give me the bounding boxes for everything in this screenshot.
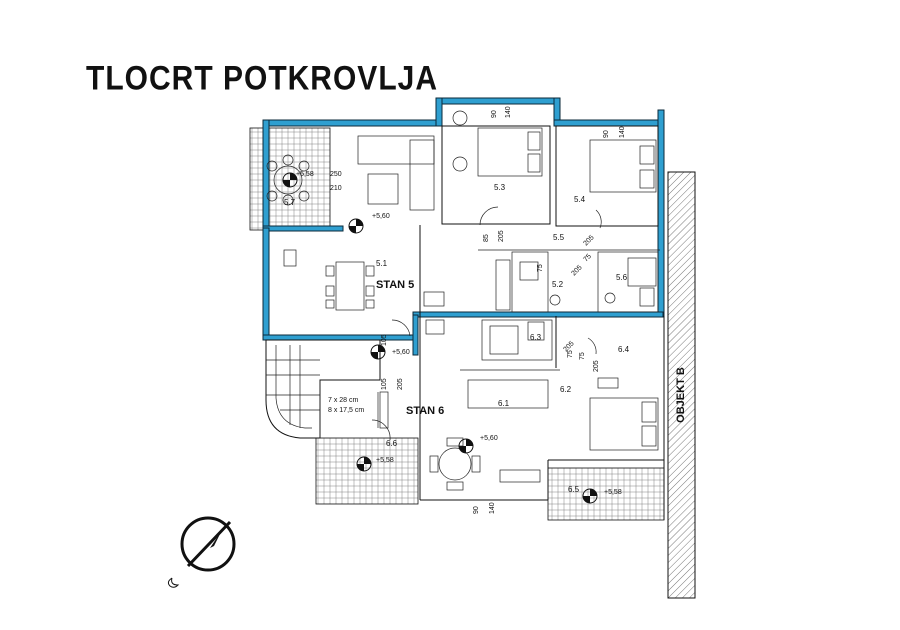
level-5-7: +5,58 <box>296 171 314 178</box>
room-6-4: 6.4 <box>618 345 630 354</box>
dim: 75 <box>567 350 574 358</box>
apartment-label-5: STAN 5 <box>376 279 414 291</box>
level-marker-icon <box>282 172 298 188</box>
level-6-6: +5,58 <box>376 457 394 464</box>
level-6-5: +5,58 <box>604 489 622 496</box>
room-5-1: 5.1 <box>376 259 388 268</box>
north-arrow-icon <box>167 516 236 588</box>
dim: 205 <box>582 234 595 247</box>
dim: 90 <box>491 110 498 118</box>
interior-walls <box>419 125 665 520</box>
dim: 250 <box>330 171 342 178</box>
terrace-6-5 <box>547 467 665 521</box>
dim: 210 <box>330 185 342 192</box>
level-markers: +5,60 +5,58 +5,60 +5,60 +5,58 +5,58 <box>282 171 622 504</box>
room-6-1: 6.1 <box>498 399 510 408</box>
stairs-line-1: 7 x 28 cm <box>328 397 359 404</box>
level-marker-icon <box>356 456 372 472</box>
level-marker-icon <box>582 488 598 504</box>
dim: 205 <box>397 378 404 390</box>
dim: 105 <box>381 334 388 346</box>
stairs-line-2: 8 x 17,5 cm <box>328 407 364 414</box>
room-5-4: 5.4 <box>574 195 586 204</box>
neighbor-building: OBJEKT B <box>667 171 696 599</box>
room-6-6: 6.6 <box>386 439 398 448</box>
dim: 205 <box>570 264 583 277</box>
dim: 85 <box>483 234 490 242</box>
room-5-6: 5.6 <box>616 273 628 282</box>
room-5-2: 5.2 <box>552 280 564 289</box>
level-marker-icon <box>348 218 364 234</box>
room-5-5: 5.5 <box>553 233 565 242</box>
dim: 205 <box>593 360 600 372</box>
level-stair: +5,60 <box>392 349 410 356</box>
room-6-5: 6.5 <box>568 485 580 494</box>
dim: 140 <box>489 502 496 514</box>
level-marker-icon <box>370 344 386 360</box>
doors <box>371 206 602 441</box>
dim: 140 <box>505 106 512 118</box>
stairwell: 7 x 28 cm 8 x 17,5 cm <box>265 339 389 439</box>
apartment-label-6: STAN 6 <box>406 405 444 417</box>
terrace-6-6 <box>315 437 419 505</box>
furniture <box>266 110 659 491</box>
dim: 90 <box>473 506 480 514</box>
room-5-7: 5.7 <box>284 198 296 207</box>
dim: 105 <box>381 378 388 390</box>
level-6-1: +5,60 <box>480 435 498 442</box>
dim: 75 <box>579 352 586 360</box>
level-5-1: +5,60 <box>372 213 390 220</box>
room-5-3: 5.3 <box>494 183 506 192</box>
dim: 90 <box>603 130 610 138</box>
dim: 75 <box>537 264 544 272</box>
level-marker-icon <box>458 438 474 454</box>
dim: 205 <box>498 230 505 242</box>
plan-title: TLOCRT POTKROVLJA <box>86 59 438 98</box>
neighbor-label: OBJEKT B <box>675 367 687 423</box>
dim: 140 <box>619 126 626 138</box>
dim: 75 <box>582 253 593 264</box>
room-6-3: 6.3 <box>530 333 542 342</box>
room-6-2: 6.2 <box>560 385 572 394</box>
